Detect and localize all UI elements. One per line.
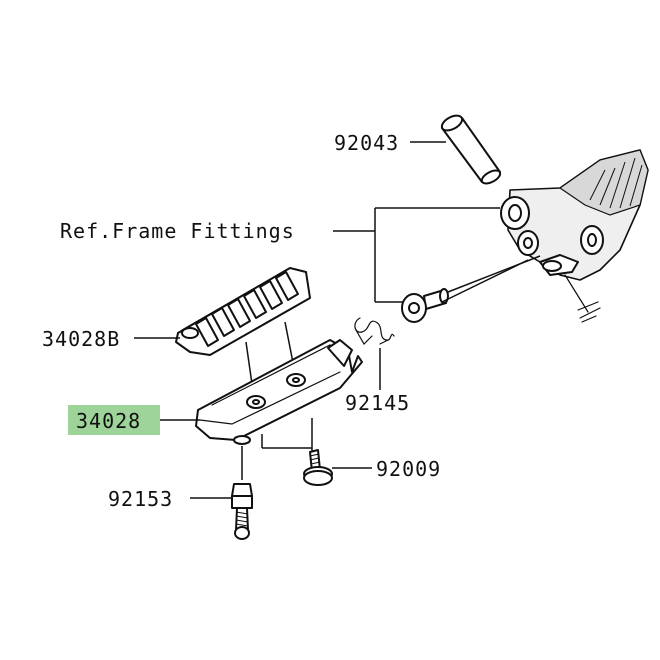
- label-34028B: 34028B: [42, 327, 120, 351]
- label-ref-frame-fittings: Ref.Frame Fittings: [60, 219, 295, 243]
- spring-92145: [354, 317, 395, 345]
- bolt-92153: [231, 446, 253, 540]
- frame-bolt: [401, 255, 541, 323]
- label-92153: 92153: [108, 487, 173, 511]
- rubber-pad-34028B: [175, 267, 311, 399]
- frame-bracket: [500, 149, 649, 323]
- pin-92043: [440, 114, 502, 185]
- label-92145: 92145: [345, 391, 410, 415]
- footpeg-34028: [195, 339, 363, 445]
- label-92009: 92009: [376, 457, 441, 481]
- ref-frame-leader: [333, 207, 500, 303]
- label-92043: 92043: [334, 131, 399, 155]
- label-34028: 34028: [76, 409, 141, 433]
- screw-92009: [261, 418, 333, 486]
- highlight-34028: [68, 405, 160, 435]
